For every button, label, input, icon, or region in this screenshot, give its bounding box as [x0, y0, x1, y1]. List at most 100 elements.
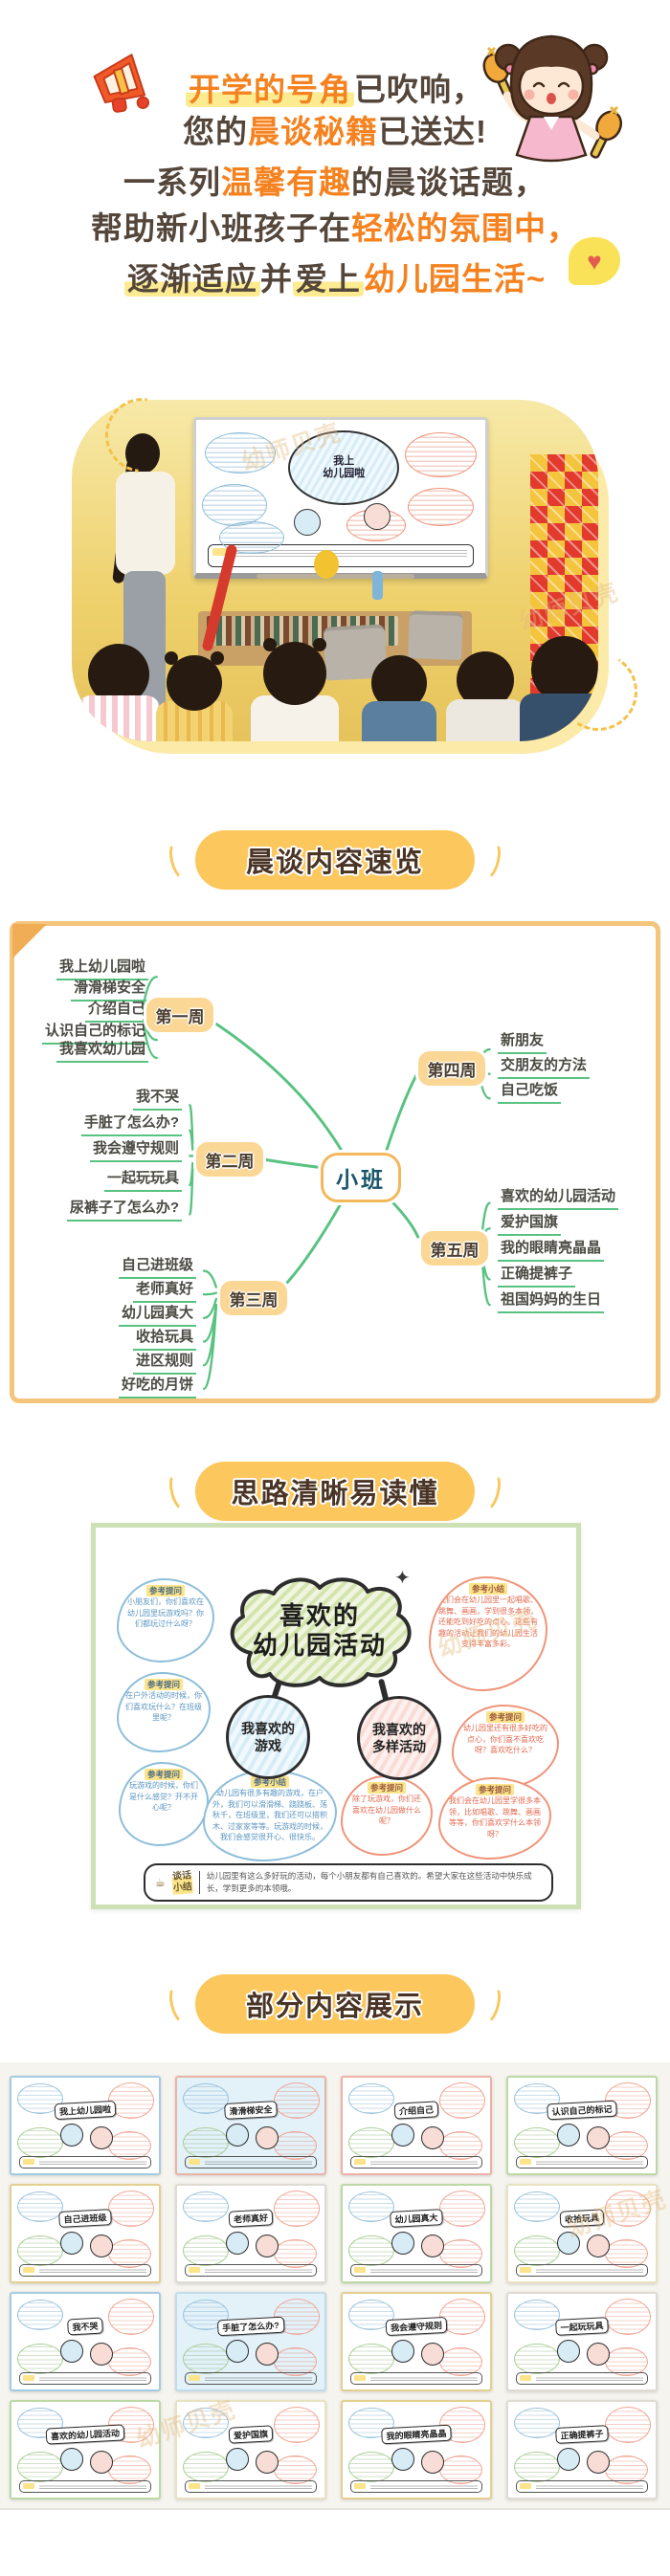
thumbnail-bubble: [439, 2082, 486, 2119]
thumbnail-summary-bar: [349, 2480, 483, 2493]
thumbnail-subnode: [586, 2235, 610, 2257]
topic-item: 认识自己的标记: [41, 1020, 148, 1045]
thumbnail-subnode: [391, 2232, 414, 2255]
sample-card: 滑滑梯安全: [175, 2076, 326, 2175]
topic-item: 爱护国旗: [498, 1211, 562, 1236]
child: [361, 655, 436, 741]
thumbnail-subnode: [586, 2343, 610, 2366]
cartoon-girl-illustration: [482, 34, 623, 163]
question-bubble: 参考提问在户外活动的时候，你们喜欢玩什么？在班级里呢？: [117, 1672, 211, 1752]
thumbnail-bubble: [514, 2344, 561, 2374]
section-badge-clarity: 思路清晰易读懂: [195, 1462, 475, 1521]
thumbnail-bubble: [348, 2127, 395, 2158]
thumbnail-bubble: [514, 2452, 561, 2482]
thumbnail-bubble: [17, 2300, 64, 2330]
topic-item: 我不哭: [132, 1086, 182, 1111]
thumbnail-subnode: [225, 2232, 249, 2255]
thumbnail-subnode: [556, 2340, 580, 2363]
screen-bubble: [405, 431, 477, 477]
sample-card-title: 老师真好: [228, 2209, 274, 2228]
thumbnail-bubble: [439, 2239, 483, 2268]
thumbnail-summary-bar: [18, 2372, 152, 2385]
thumbnail-subnode: [586, 2451, 610, 2474]
thumbnail-bubble: [108, 2131, 152, 2160]
thumbnail-summary-bar: [349, 2156, 483, 2169]
sample-card-title: 幼儿园真大: [390, 2209, 443, 2228]
thumbnail-subnode: [556, 2232, 580, 2255]
weekly-overview-board: 小班 第一周我上幼儿园啦滑滑梯安全介绍自己认识自己的标记我喜欢幼儿园第二周我不哭…: [10, 921, 660, 1403]
sample-card: 老师真好: [175, 2184, 326, 2283]
screen-subnode: [363, 502, 391, 530]
sample-card-title: 我上幼儿园啦: [54, 2100, 117, 2121]
sample-card-title: 滑滑梯安全: [224, 2101, 278, 2120]
thumbnail-bubble: [274, 2082, 321, 2119]
subtopic-games: 我喜欢的游戏: [226, 1695, 310, 1779]
thumbnail-subnode: [391, 2124, 414, 2147]
thumbnail-bubble: [17, 2083, 64, 2114]
thumbnail-bubble: [514, 2300, 561, 2330]
thumbnail-bubble: [108, 2455, 152, 2484]
thumbnail-summary-bar: [184, 2372, 318, 2385]
thumbnail-subnode: [420, 2235, 444, 2257]
thumbnail-bubble: [514, 2235, 561, 2266]
thumbnail-subnode: [391, 2340, 414, 2363]
thumbnail-bubble: [605, 2191, 652, 2227]
thumbnail-subnode: [255, 2343, 279, 2366]
thumbnail-bubble: [605, 2455, 649, 2484]
thumbnail-subnode: [59, 2448, 83, 2471]
section-badge-overview: 晨谈内容速览: [195, 830, 475, 890]
week-node: 第三周: [220, 1281, 287, 1315]
thumbnail-subnode: [556, 2124, 580, 2147]
thumbnail-bubble: [183, 2344, 230, 2374]
sample-card: 正确提裤子: [506, 2400, 658, 2499]
talk-summary-banner: ☕ 谈话小结 幼儿园里有这么多好玩的活动，每个小朋友都有自己喜欢的。希望大家在这…: [144, 1863, 553, 1902]
thumbnail-summary-bar: [18, 2480, 152, 2493]
topic-item: 一起玩玩具: [103, 1167, 182, 1192]
subtopic-activities: 我喜欢的多样活动: [357, 1696, 441, 1780]
thumbnail-bubble: [439, 2347, 483, 2376]
sample-title: 喜欢的幼儿园活动: [252, 1600, 387, 1660]
thumbnail-summary-bar: [184, 2156, 318, 2169]
teacup-icon: ☕: [155, 1876, 166, 1889]
thumbnail-subnode: [89, 2343, 113, 2366]
week-node: 第四周: [418, 1051, 485, 1086]
thumbnail-summary-bar: [18, 2264, 152, 2277]
water-bottle: [371, 570, 383, 600]
thumbnail-bubble: [348, 2191, 395, 2222]
sample-card: 幼儿园真大: [341, 2184, 492, 2283]
week-node: 第五周: [421, 1231, 488, 1266]
screen-subnode: [294, 509, 322, 536]
week-node: 第一周: [146, 998, 213, 1032]
sample-card: 认识自己的标记: [506, 2076, 658, 2175]
thumbnail-bubble: [17, 2452, 64, 2482]
topic-item: 滑滑梯安全: [70, 977, 148, 1002]
thumbnail-bubble: [439, 2131, 483, 2160]
thumbnail-subnode: [59, 2124, 83, 2147]
sample-card: 手脏了怎么办?: [175, 2292, 326, 2391]
child: [251, 638, 339, 741]
screen-bubble: [408, 487, 474, 527]
sample-card: 收拾玩具: [506, 2184, 658, 2283]
sample-card: 我会遵守规则: [341, 2292, 492, 2391]
thumbnail-summary-bar: [349, 2264, 483, 2277]
thumbnail-subnode: [225, 2340, 249, 2363]
thumbnail-subnode: [59, 2340, 83, 2363]
topic-item: 正确提裤子: [498, 1263, 576, 1288]
yellow-balloon: [314, 550, 339, 580]
thumbnail-bubble: [514, 2408, 561, 2438]
thumbnail-subnode: [59, 2232, 83, 2255]
thumbnail-bubble: [17, 2344, 64, 2374]
thumbnail-bubble: [17, 2235, 64, 2266]
thumbnail-bubble: [605, 2347, 649, 2376]
thumbnail-bubble: [183, 2191, 230, 2222]
thumbnail-subnode: [255, 2451, 279, 2474]
thumbnail-bubble: [17, 2127, 64, 2158]
thumbnail-bubble: [605, 2299, 652, 2335]
sample-card-title: 我会遵守规则: [385, 2316, 448, 2337]
child: [156, 651, 233, 741]
topic-item: 老师真好: [132, 1278, 196, 1303]
week-node: 第二周: [196, 1142, 263, 1177]
thumbnail-subnode: [225, 2448, 249, 2471]
thumbnail-bubble: [605, 2407, 652, 2443]
